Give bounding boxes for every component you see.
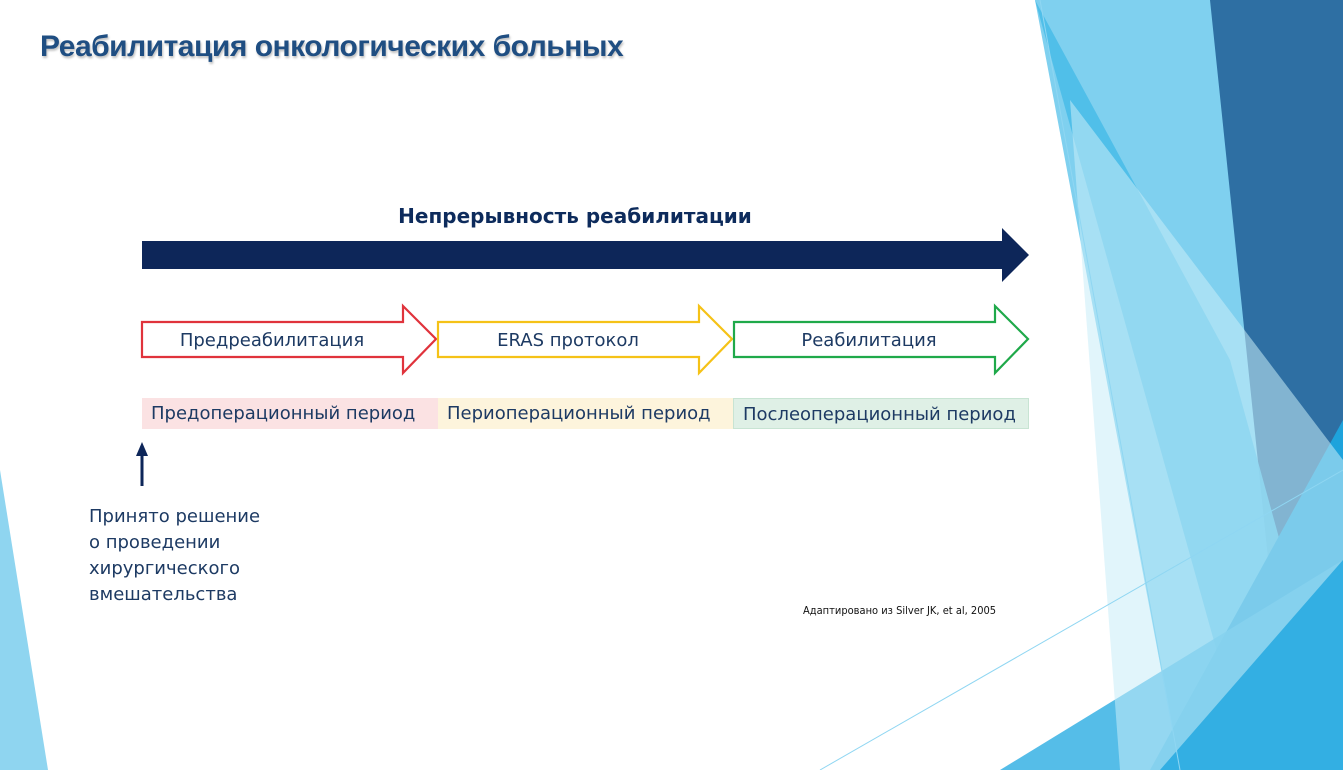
decision-line: о проведении	[89, 532, 221, 553]
period-postoperative: Послеоперационный период	[733, 398, 1029, 429]
phase-arrow-eras	[436, 303, 734, 376]
phase-label-eras: ERAS протокол	[497, 330, 639, 351]
phase-label-prerehab: Предреабилитация	[179, 330, 365, 351]
source-note: Адаптировано из Silver JK, et al, 2005	[803, 604, 997, 617]
deco-shape-highlight	[1070, 100, 1343, 770]
phase-arrow-prerehab	[140, 303, 438, 376]
decision-line: вмешательства	[89, 584, 238, 605]
phase-label-rehab: Реабилитация	[801, 330, 937, 351]
continuity-arrow	[142, 228, 1029, 282]
phase-arrow-rehab	[732, 303, 1030, 376]
deco-line-2	[819, 469, 1343, 770]
deco-line	[1039, 0, 1181, 770]
deco-shape-left	[0, 470, 48, 770]
decision-line: хирургического	[89, 558, 240, 579]
slide-title: Реабилитация онкологических больных	[40, 30, 624, 63]
decision-note: Принято решение о проведении хирургическ…	[89, 504, 309, 608]
decision-line: Принято решение	[89, 506, 261, 527]
period-perioperative: Периоперационный период	[438, 398, 733, 429]
decision-arrow-head	[136, 442, 148, 456]
continuity-label: Непрерывность реабилитации	[398, 204, 752, 228]
period-preoperative: Предоперационный период	[142, 398, 438, 429]
